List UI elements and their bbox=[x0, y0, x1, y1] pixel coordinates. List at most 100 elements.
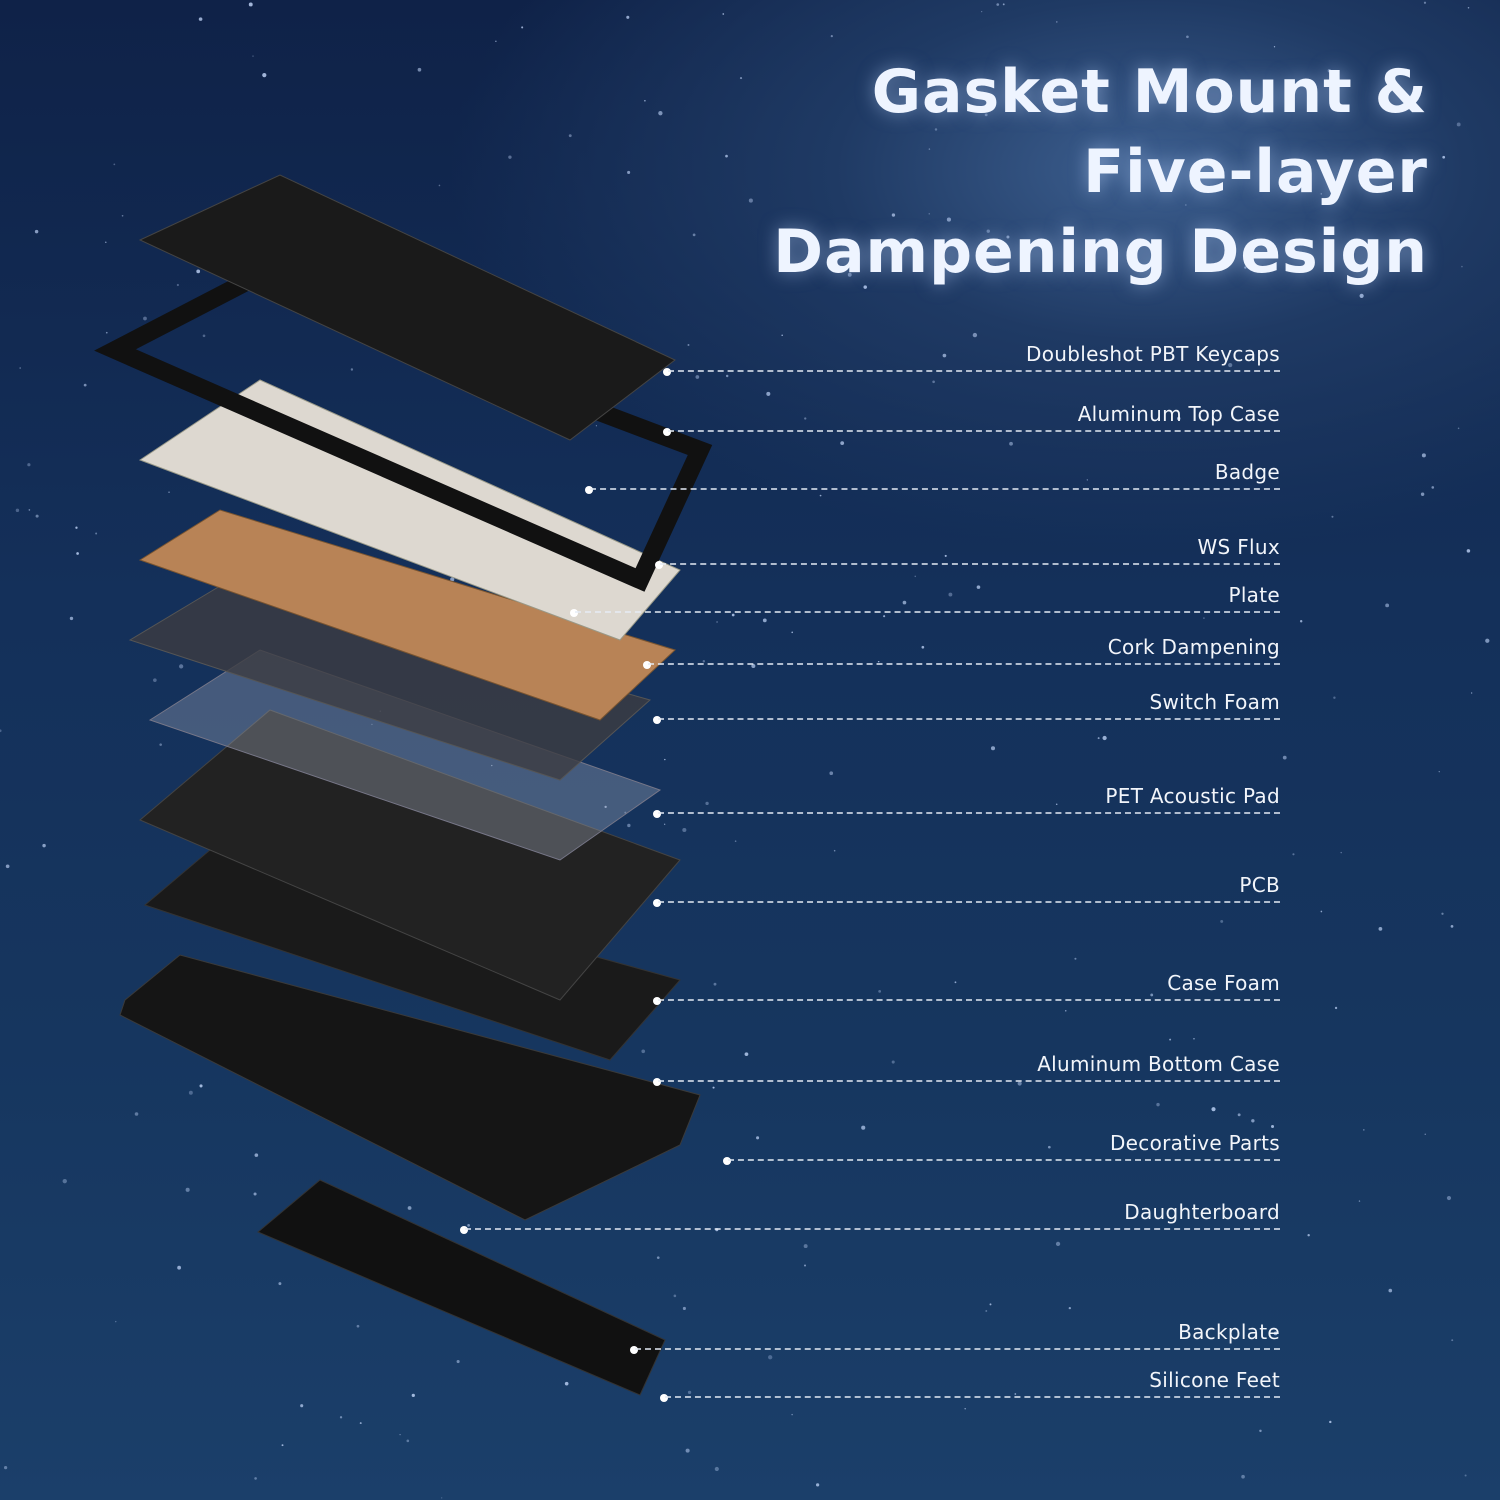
star bbox=[1334, 1006, 1338, 1010]
callout-dot bbox=[655, 561, 663, 569]
callout-silicone-feet: Silicone Feet bbox=[660, 1368, 1280, 1402]
star bbox=[450, 577, 455, 582]
star bbox=[1450, 925, 1454, 928]
callout-label: Silicone Feet bbox=[1149, 1368, 1280, 1392]
star bbox=[159, 743, 162, 746]
callout-dot bbox=[660, 1394, 668, 1402]
star bbox=[438, 184, 441, 187]
callout-backplate: Backplate bbox=[630, 1320, 1280, 1354]
star bbox=[766, 391, 771, 396]
star bbox=[83, 383, 87, 387]
star bbox=[673, 1294, 677, 1298]
star bbox=[564, 1381, 569, 1386]
star bbox=[1055, 803, 1058, 806]
star bbox=[568, 134, 572, 138]
star bbox=[702, 660, 706, 663]
callout-line bbox=[590, 488, 1280, 490]
star bbox=[1457, 427, 1460, 430]
star bbox=[1333, 696, 1336, 699]
star bbox=[495, 40, 497, 42]
star bbox=[521, 26, 524, 29]
star bbox=[69, 616, 74, 621]
star bbox=[658, 111, 663, 116]
star bbox=[725, 154, 728, 158]
star bbox=[644, 100, 646, 102]
top-case bbox=[94, 270, 713, 592]
star bbox=[1423, 1, 1427, 4]
star bbox=[1074, 957, 1077, 960]
star bbox=[19, 367, 21, 369]
callout-dot bbox=[653, 997, 661, 1005]
star bbox=[830, 35, 833, 38]
star bbox=[990, 746, 996, 751]
star bbox=[1331, 515, 1334, 518]
star bbox=[934, 128, 938, 131]
star bbox=[1438, 771, 1440, 773]
star bbox=[359, 1422, 362, 1425]
star bbox=[791, 1413, 793, 1416]
star bbox=[153, 678, 157, 682]
star bbox=[508, 155, 512, 159]
star bbox=[1244, 266, 1247, 269]
callout-line bbox=[728, 1159, 1280, 1161]
star bbox=[27, 463, 31, 467]
star bbox=[804, 417, 807, 420]
star bbox=[641, 1049, 646, 1054]
callout-label: Case Foam bbox=[1167, 971, 1280, 995]
star bbox=[948, 592, 953, 597]
star bbox=[1327, 69, 1332, 73]
star bbox=[456, 1359, 460, 1364]
star bbox=[687, 344, 690, 346]
star bbox=[791, 631, 793, 634]
star bbox=[902, 600, 907, 605]
star bbox=[1421, 453, 1426, 458]
star bbox=[248, 2, 253, 7]
star bbox=[627, 823, 631, 828]
star bbox=[281, 1444, 284, 1447]
star bbox=[964, 1407, 966, 1410]
star bbox=[713, 982, 717, 986]
star bbox=[1228, 362, 1233, 368]
pet-pad bbox=[148, 649, 662, 861]
callout-line bbox=[668, 370, 1280, 372]
star bbox=[1385, 603, 1390, 608]
star bbox=[1485, 638, 1490, 643]
star bbox=[188, 1090, 193, 1095]
callout-cork: Cork Dampening bbox=[643, 635, 1280, 669]
star bbox=[604, 805, 607, 809]
star bbox=[714, 1466, 719, 1472]
star bbox=[491, 764, 493, 767]
star bbox=[1442, 155, 1446, 159]
callout-dot bbox=[653, 1078, 661, 1086]
callout-line bbox=[668, 430, 1280, 432]
case-foam bbox=[143, 849, 681, 1061]
star bbox=[1177, 416, 1181, 421]
star bbox=[739, 77, 743, 80]
star bbox=[1102, 735, 1107, 741]
star bbox=[105, 241, 107, 243]
star bbox=[687, 1390, 692, 1394]
star bbox=[95, 532, 98, 535]
star bbox=[692, 233, 696, 237]
star bbox=[1451, 1339, 1454, 1342]
star bbox=[1047, 1145, 1051, 1149]
star bbox=[0, 729, 2, 733]
star bbox=[803, 1244, 808, 1249]
star bbox=[682, 827, 687, 833]
star bbox=[891, 1060, 895, 1064]
star bbox=[595, 425, 597, 427]
star bbox=[626, 15, 630, 19]
star bbox=[972, 332, 978, 338]
star bbox=[748, 198, 753, 203]
title-line-2: Five-layer bbox=[1083, 137, 1428, 207]
star bbox=[75, 526, 78, 529]
star bbox=[863, 285, 867, 289]
star bbox=[1446, 1195, 1452, 1201]
callout-label: Decorative Parts bbox=[1109, 1131, 1280, 1155]
callout-pet-pad: PET Acoustic Pad bbox=[653, 784, 1280, 818]
star bbox=[744, 1052, 749, 1057]
star bbox=[371, 723, 373, 726]
star bbox=[177, 1265, 182, 1270]
star bbox=[1320, 910, 1323, 913]
star bbox=[624, 811, 627, 814]
